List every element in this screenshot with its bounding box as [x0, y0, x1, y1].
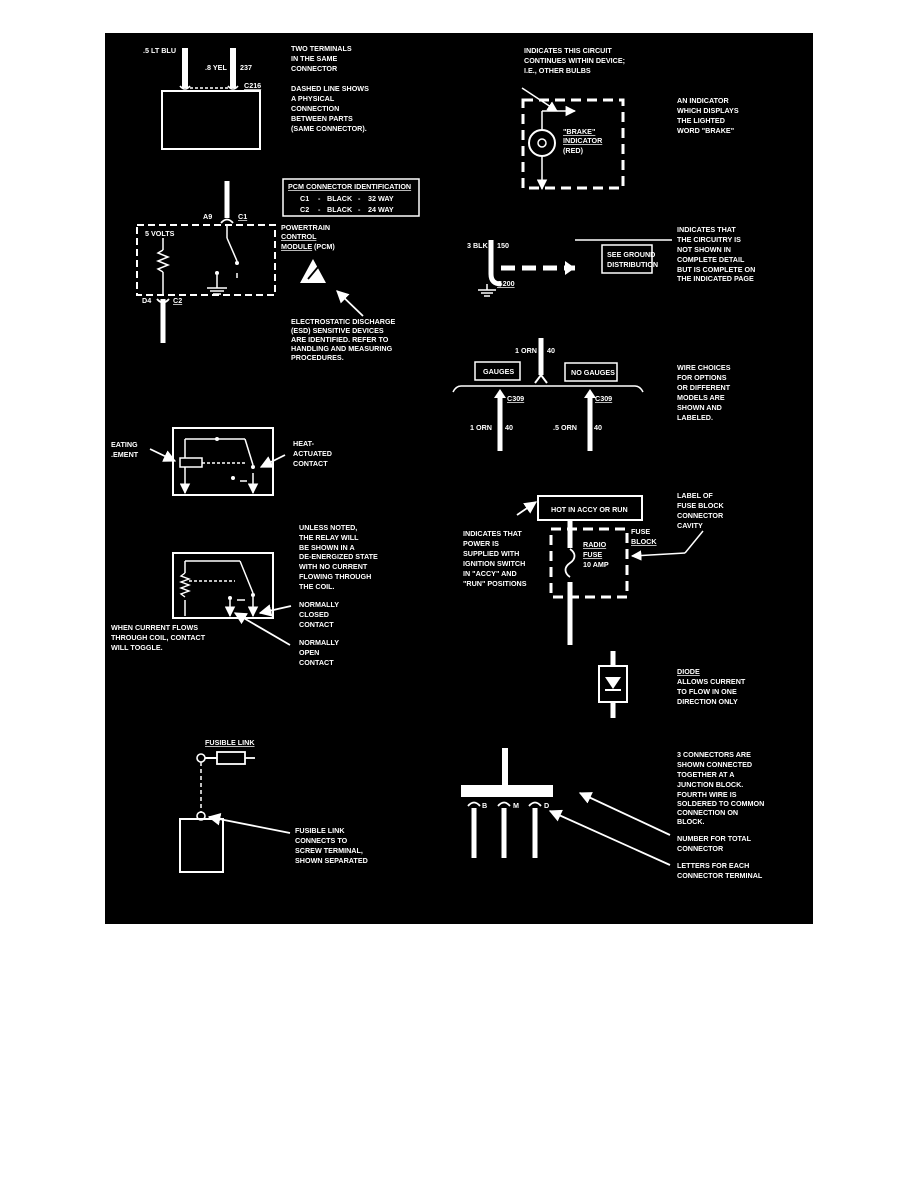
- dashed-line-note: DASHED LINE SHOWS A PHYSICAL CONNECTION …: [291, 84, 371, 133]
- five-volts-label: 5 VOLTS: [145, 229, 175, 238]
- hot-in-accy-box: [537, 495, 643, 521]
- terminal-d4: D4: [142, 296, 151, 305]
- heat-actuated-contact-label: HEAT- ACTUATED CONTACT: [293, 439, 334, 468]
- fusible-link-label: FUSIBLE LINK: [205, 738, 255, 747]
- ground-note: INDICATES THAT THE CIRCUITRY IS NOT SHOW…: [677, 225, 757, 283]
- fuse-cavity-note: LABEL OF FUSE BLOCK CONNECTOR CAVITY: [677, 491, 726, 530]
- normally-open-label: NORMALLY OPEN CONTACT: [299, 638, 341, 667]
- connector-c2: C2: [173, 296, 182, 305]
- connector-c309-b: C309: [595, 394, 612, 403]
- wiring-symbols-diagram: .5 LT BLU .8 YEL 237 C216 TWO TERMINALS …: [105, 33, 813, 924]
- wire-choices-note: WIRE CHOICES FOR OPTIONS OR DIFFERENT MO…: [677, 363, 733, 422]
- indicator-symbol: [521, 87, 625, 191]
- circuit-40-b: 40: [594, 423, 602, 432]
- wire-label-yel: .8 YEL: [205, 63, 227, 72]
- terminal-a9: A9: [203, 212, 212, 221]
- power-supplied-note: INDICATES THAT POWER IS SUPPLIED WITH IG…: [463, 529, 527, 588]
- radio-fuse-label: RADIO FUSE 10 AMP: [583, 540, 609, 569]
- option-gauges-box: [474, 361, 521, 381]
- diode-symbol: [598, 651, 628, 718]
- pcm-id-box: [282, 178, 420, 217]
- hot-in-accy-label: HOT IN ACCY OR RUN: [551, 505, 628, 514]
- option-no-gauges-box: [564, 362, 618, 382]
- connector-c309-a: C309: [507, 394, 524, 403]
- indicator-description: AN INDICATOR WHICH DISPLAYS THE LIGHTED …: [677, 96, 741, 135]
- terminal-letters-note: LETTERS FOR EACH CONNECTOR TERMINAL: [677, 861, 763, 880]
- ground-id-g200: G200: [497, 279, 515, 288]
- terminal-b: B: [482, 801, 487, 810]
- heat-actuated-symbol: [149, 427, 286, 496]
- circuit-40-a: 40: [505, 423, 513, 432]
- fusible-link-symbol: [179, 751, 291, 873]
- junction-description: 3 CONNECTORS ARE SHOWN CONNECTED TOGETHE…: [677, 750, 766, 826]
- ground-symbol: [478, 239, 672, 297]
- ground-distribution-box: [601, 244, 653, 274]
- wire-choices-symbol: [452, 338, 644, 451]
- ground-distribution-label: SEE GROUND DISTRIBUTION: [607, 250, 658, 269]
- connector-id-c216: C216: [244, 81, 261, 90]
- connector-c1: C1: [238, 212, 247, 221]
- wire-label-1-orn: 1 ORN: [470, 423, 492, 432]
- fusible-link-note: FUSIBLE LINK CONNECTS TO SCREW TERMINAL,…: [295, 826, 368, 865]
- connector-id-c210: C210: [533, 786, 550, 795]
- junction-block-symbol: [461, 748, 671, 866]
- esd-note: ELECTROSTATIC DISCHARGE (ESD) SENSITIVE …: [291, 317, 397, 362]
- wire-label-5-orn: .5 ORN: [553, 423, 577, 432]
- pcm-row-c2: C2 - BLACK - 24 WAY: [300, 205, 394, 214]
- circuit-150: 150: [497, 241, 509, 250]
- option-gauges-label: GAUGES: [483, 367, 514, 376]
- option-no-gauges-label: NO GAUGES: [571, 368, 615, 377]
- pcm-row-c1: C1 - BLACK - 32 WAY: [300, 194, 394, 203]
- pcm-symbol: [136, 181, 364, 343]
- pcm-id-title: PCM CONNECTOR IDENTIFICATION: [288, 182, 411, 191]
- total-connector-note: NUMBER FOR TOTAL CONNECTOR: [677, 834, 753, 853]
- brake-indicator-label: "BRAKE" INDICATOR (RED): [563, 127, 604, 155]
- pcm-module-label: POWERTRAIN CONTROL MODULE (PCM): [281, 223, 335, 251]
- relay-symbol: [172, 552, 292, 646]
- connector-note: TWO TERMINALS IN THE SAME CONNECTOR: [291, 44, 354, 73]
- relay-toggle-note: WHEN CURRENT FLOWS THROUGH COIL, CONTACT…: [111, 623, 207, 652]
- diagram-background: [105, 33, 813, 924]
- wire-choices-top-circuit: 40: [547, 346, 555, 355]
- terminal-d: D: [544, 801, 549, 810]
- terminal-m: M: [513, 801, 519, 810]
- relay-state-note: UNLESS NOTED, THE RELAY WILL BE SHOWN IN…: [299, 523, 380, 591]
- heating-element-label: EATING .EMENT: [111, 440, 140, 459]
- diode-description: DIODE ALLOWS CURRENT TO FLOW IN ONE DIRE…: [677, 667, 747, 706]
- wire-label-3-blk: 3 BLK: [467, 241, 489, 250]
- connector-symbol: [161, 48, 261, 150]
- fuse-block-label: FUSE BLOCK: [631, 527, 657, 546]
- circuit-237: 237: [240, 63, 252, 72]
- fuse-block-symbol: [516, 501, 704, 645]
- wire-label-lt-blu: .5 LT BLU: [143, 46, 176, 55]
- wire-choices-top-wire: 1 ORN: [515, 346, 537, 355]
- indicator-continue-note: INDICATES THIS CIRCUIT CONTINUES WITHIN …: [524, 46, 627, 75]
- normally-closed-label: NORMALLY CLOSED CONTACT: [299, 600, 341, 629]
